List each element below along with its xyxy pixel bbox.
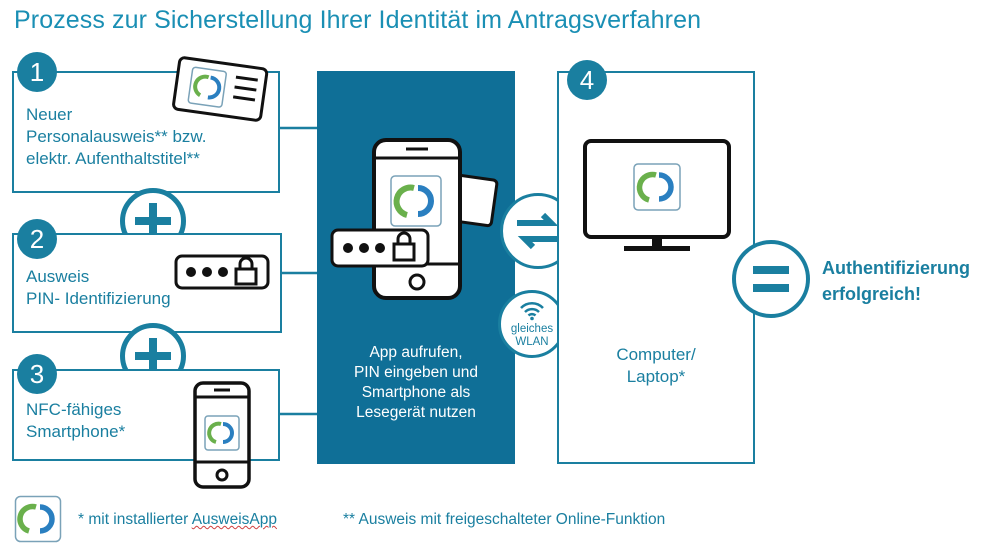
page-title: Prozess zur Sicherstellung Ihrer Identit… (14, 6, 702, 34)
footnote-app: * mit installierter AusweisApp (78, 511, 277, 528)
step-3-label: NFC-fähiges Smartphone* (26, 400, 126, 441)
result-label: Authentifizierung erfolgreich! (822, 258, 970, 304)
step-4-box (557, 71, 755, 464)
wlan-label: gleiches WLAN (510, 323, 554, 348)
center-panel-label: App aufrufen, PIN eingeben und Smartphon… (353, 344, 479, 421)
step-3-number: 3 (17, 354, 57, 394)
wlan-badge: gleiches WLAN (498, 290, 566, 358)
wifi-icon (520, 301, 544, 321)
step-4-number: 4 (567, 60, 607, 100)
monitor-icon (583, 139, 731, 251)
step-1-label: Neuer Personalausweis** bzw. elektr. Auf… (26, 105, 207, 168)
ausweisapp-logo-icon (14, 495, 62, 543)
step-2-label: Ausweis PIN- Identifizierung (26, 267, 171, 308)
step-1-number: 1 (17, 52, 57, 92)
smartphone-with-card-icon (330, 138, 499, 300)
id-card-icon (172, 56, 269, 122)
equals-icon (732, 240, 810, 318)
step-2-number: 2 (17, 219, 57, 259)
smartphone-icon (193, 381, 251, 489)
footnote-id: ** Ausweis mit freigeschalteter Online-F… (343, 511, 666, 528)
step-4-label: Computer/ Laptop* (616, 345, 696, 386)
pin-pad-icon (174, 254, 270, 290)
